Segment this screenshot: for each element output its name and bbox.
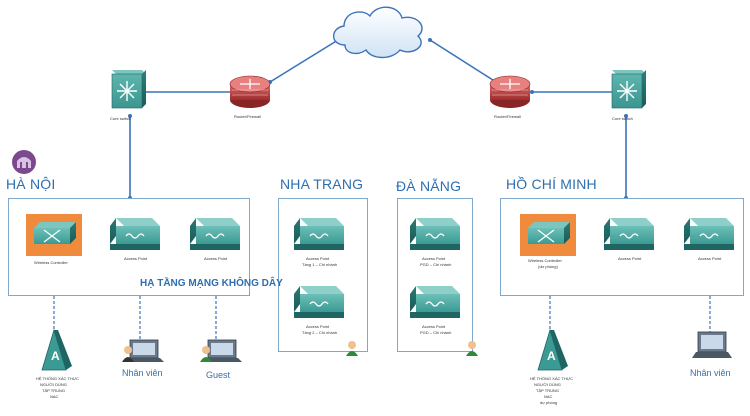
nhatrang-access-point-1-icon <box>294 218 344 250</box>
hanoi-access-point-2-icon <box>190 218 240 250</box>
cloud-icon <box>332 6 423 59</box>
hcm-controller-label-1: Wireless Controller <box>528 258 562 263</box>
hanoi-landmark-icon <box>12 150 36 174</box>
hanoi-ap2-label: Access Point <box>204 256 228 261</box>
nhatrang-user-icon <box>346 341 358 356</box>
hcm-staff-laptop-icon <box>692 331 732 358</box>
client-links <box>53 296 711 340</box>
site-title-hanoi: HÀ NỘI <box>6 176 56 192</box>
hcm-access-point-1-icon <box>604 218 654 250</box>
hcm-wireless-controller-icon <box>520 214 576 256</box>
hcm-nac-server-icon: A <box>537 328 568 371</box>
nhatrang-ap1-label-2: Tầng 1 – Chi nhánh <box>302 262 338 267</box>
hanoi-wireless-infra-label: HẠ TẦNG MẠNG KHÔNG DÂY <box>140 278 283 289</box>
danang-ap2-label-1: Access Point <box>422 324 446 329</box>
hanoi-auth-label-2: NGƯỜI DÙNG <box>40 382 67 387</box>
hanoi-auth-label-1: HỆ THỐNG XÁC THỰC <box>36 376 80 381</box>
core-switch-right-label: Core switch <box>612 116 633 121</box>
hanoi-guest-label: Guest <box>206 370 231 380</box>
site-title-hcm: HỒ CHÍ MINH <box>506 176 597 192</box>
hanoi-guest-laptop-icon <box>200 339 242 362</box>
hcm-auth-label-5: dự phòng <box>540 400 558 405</box>
core-switch-left-label: Core switch <box>110 116 131 121</box>
hcm-controller-label-2: (dự phòng) <box>538 264 558 269</box>
core-switch-left-icon <box>111 70 146 109</box>
danang-ap1-label-1: Access Point <box>422 256 446 261</box>
hanoi-ap1-label: Access Point <box>124 256 148 261</box>
hcm-auth-label-2: NGƯỜI DÙNG <box>534 382 561 387</box>
router-right-label: Router/Firewall <box>494 114 521 119</box>
hcm-staff-label: Nhân viên <box>690 368 731 378</box>
nhatrang-ap1-label-1: Access Point <box>306 256 330 261</box>
danang-ap2-label-2: PGD – Chi nhánh <box>420 330 452 335</box>
hanoi-access-point-1-icon <box>110 218 160 250</box>
hanoi-wireless-controller-icon <box>26 214 82 256</box>
hanoi-nac-server-icon: A <box>41 328 72 371</box>
hcm-ap1-label: Access Point <box>618 256 642 261</box>
hanoi-auth-label-3: TẬP TRUNG <box>42 388 65 393</box>
nhatrang-ap2-label-1: Access Point <box>306 324 330 329</box>
nhatrang-access-point-2-icon <box>294 286 344 318</box>
hanoi-staff-laptop-icon <box>122 339 164 362</box>
hcm-auth-label-3: TẬP TRUNG <box>536 388 559 393</box>
danang-user-icon <box>466 341 478 356</box>
core-switch-right-icon <box>611 70 646 109</box>
router-firewall-left-icon <box>229 75 271 108</box>
hcm-auth-label-1: HỆ THỐNG XÁC THỰC <box>530 376 574 381</box>
site-title-nhatrang: NHA TRANG <box>280 176 364 192</box>
hanoi-controller-label: Wireless Controller <box>34 260 68 265</box>
danang-ap1-label-2: PGD – Chi nhánh <box>420 262 452 267</box>
router-left-label: Router/Firewall <box>234 114 261 119</box>
hcm-access-point-2-icon <box>684 218 734 250</box>
hcm-auth-label-4: NAC <box>544 394 553 399</box>
wan-links <box>129 39 627 198</box>
hanoi-auth-label-4: NAC <box>50 394 59 399</box>
site-title-danang: ĐÀ NẴNG <box>396 178 462 194</box>
svg-text:A: A <box>51 349 60 363</box>
router-firewall-right-icon <box>489 75 531 108</box>
nhatrang-ap2-label-2: Tầng 2 – Chi nhánh <box>302 330 338 335</box>
hcm-ap2-label: Access Point <box>698 256 722 261</box>
danang-access-point-1-icon <box>410 218 460 250</box>
hanoi-staff-label: Nhân viên <box>122 368 163 378</box>
danang-access-point-2-icon <box>410 286 460 318</box>
svg-text:A: A <box>547 349 556 363</box>
